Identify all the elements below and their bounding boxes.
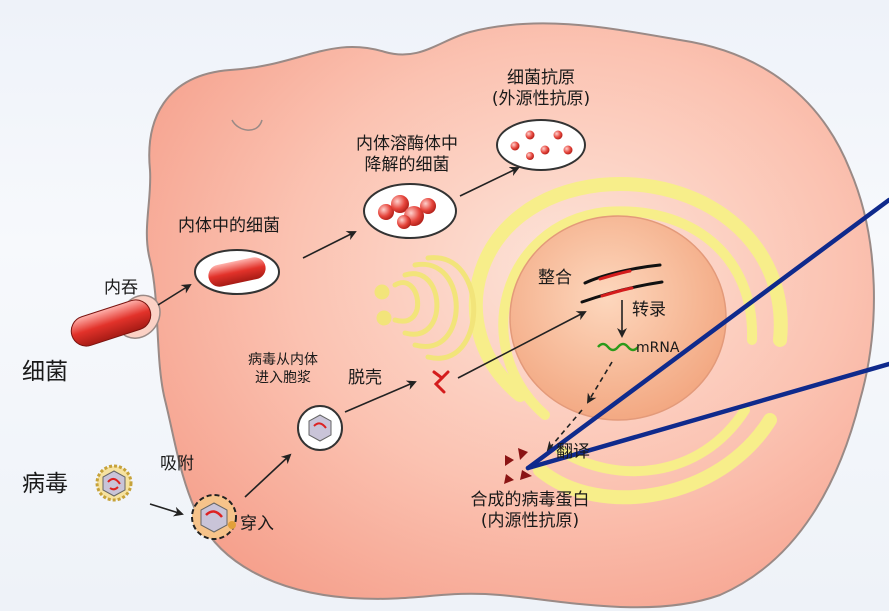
nucleus — [510, 216, 726, 420]
label-virus: 病毒 — [22, 470, 68, 499]
label-endolysosome-line1: 内体溶酶体中 — [322, 134, 492, 155]
label-endolysosome: 内体溶酶体中 降解的细菌 — [322, 134, 492, 177]
label-translation: 翻译 — [556, 442, 590, 463]
virus-penetrating — [192, 495, 236, 539]
label-virus-escape-line1: 病毒从内体 — [228, 352, 338, 370]
label-adsorption: 吸附 — [160, 454, 194, 475]
label-integration: 整合 — [538, 268, 572, 289]
label-endolysosome-line2: 降解的细菌 — [322, 155, 492, 176]
label-viral-protein-line1: 合成的病毒蛋白 — [440, 490, 620, 511]
label-viral-protein: 合成的病毒蛋白 (内源性抗原) — [440, 490, 620, 533]
virus-particle — [97, 466, 131, 500]
label-bacterial-antigen-line2: (外源性抗原) — [476, 89, 606, 110]
endosome-with-bacterium — [195, 250, 279, 294]
bacterium-outside — [67, 296, 154, 350]
label-engulf: 内吞 — [104, 278, 138, 299]
label-viral-protein-line2: (内源性抗原) — [440, 511, 620, 532]
endolysosome — [364, 184, 456, 238]
label-penetration: 穿入 — [240, 514, 274, 535]
label-virus-escape: 病毒从内体 进入胞浆 — [228, 352, 338, 387]
antigen-vesicle — [497, 120, 585, 170]
label-mrna: mRNA — [636, 340, 679, 358]
label-virus-escape-line2: 进入胞浆 — [228, 370, 338, 388]
label-bacteria: 细菌 — [22, 358, 68, 387]
virus-endosome — [298, 406, 342, 450]
label-bacteria-in-endosome: 内体中的细菌 — [178, 216, 280, 237]
label-bacterial-antigen-line1: 细菌抗原 — [476, 68, 606, 89]
label-transcription: 转录 — [632, 300, 666, 321]
label-bacterial-antigen: 细菌抗原 (外源性抗原) — [476, 68, 606, 111]
label-uncoating: 脱壳 — [348, 368, 382, 389]
